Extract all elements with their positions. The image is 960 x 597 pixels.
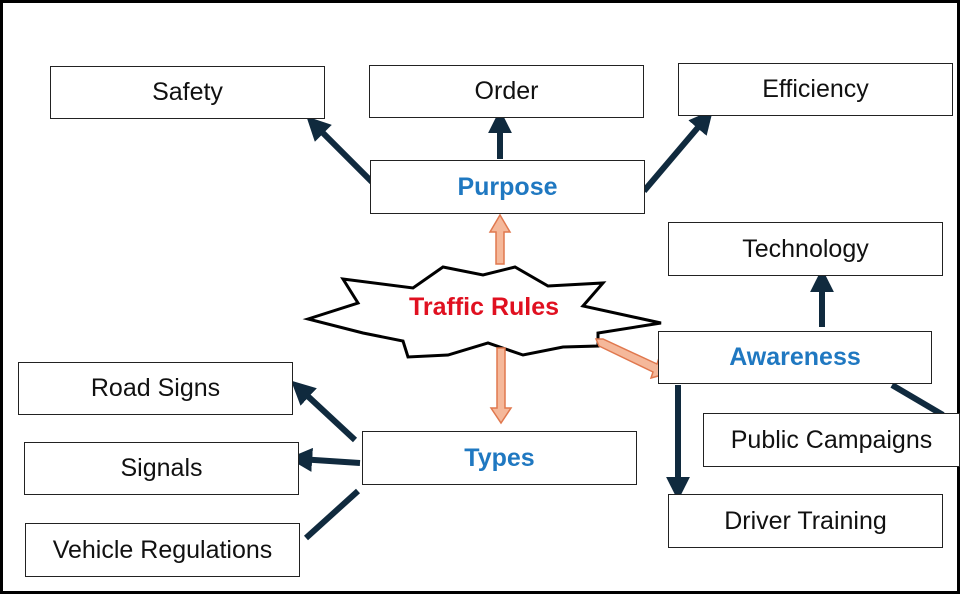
driver-training-label: Driver Training: [724, 506, 887, 535]
traffic-rules-star: [302, 265, 662, 359]
awareness-box: Awareness: [658, 331, 932, 384]
traffic-rules-label: Traffic Rules: [408, 293, 560, 321]
types-box: Types: [362, 431, 637, 485]
arrow-purpose-to-safety: [306, 116, 375, 185]
arrow-types-to-road-signs: [291, 380, 358, 443]
awareness-label: Awareness: [729, 343, 861, 371]
arrow-types-to-signals: [288, 447, 361, 472]
purpose-box: Purpose: [370, 160, 645, 214]
arrow-awareness-to-public-campaigns: [890, 382, 945, 418]
vehicle-regulations-box: Vehicle Regulations: [25, 523, 300, 577]
road-signs-label: Road Signs: [90, 374, 221, 402]
arrow-center-to-types: [489, 347, 513, 425]
road-signs-box: Road Signs: [18, 362, 293, 415]
order-box: Order: [369, 65, 644, 118]
order-label: Order: [474, 77, 539, 105]
arrow-center-to-purpose: [488, 213, 512, 265]
technology-box: Technology: [668, 222, 943, 276]
types-label: Types: [464, 443, 535, 472]
signals-box: Signals: [24, 442, 299, 495]
arrow-types-to-vehicle-regulations: [303, 488, 361, 541]
arrows-layer: [288, 109, 945, 541]
efficiency-label: Efficiency: [762, 75, 869, 103]
public-campaigns-label: Public Campaigns: [730, 425, 933, 454]
signals-label: Signals: [120, 454, 203, 482]
technology-label: Technology: [742, 234, 869, 263]
efficiency-box: Efficiency: [678, 63, 953, 116]
arrow-purpose-to-efficiency: [641, 109, 713, 193]
vehicle-regulations-label: Vehicle Regulations: [52, 535, 273, 564]
public-campaigns-box: Public Campaigns: [703, 413, 960, 467]
safety-box: Safety: [50, 66, 325, 119]
safety-label: Safety: [152, 78, 223, 106]
purpose-label: Purpose: [457, 172, 558, 201]
driver-training-box: Driver Training: [668, 494, 943, 548]
